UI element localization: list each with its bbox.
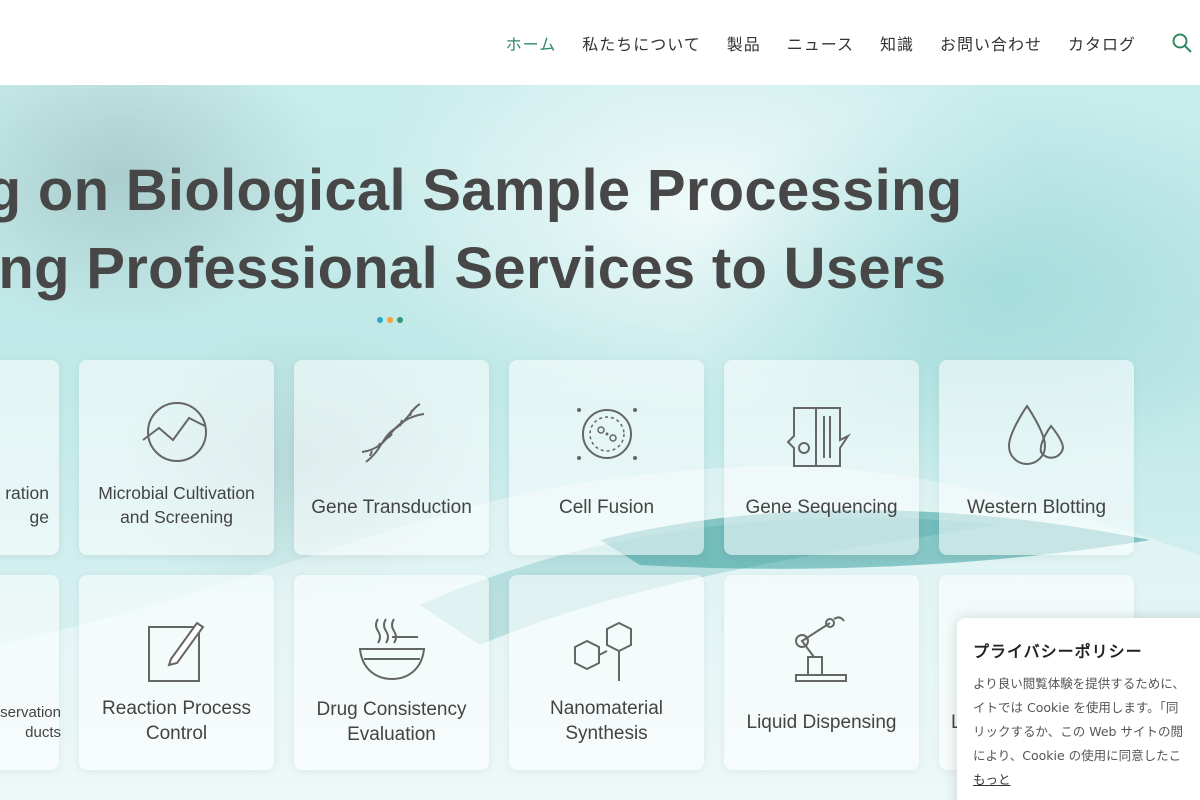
nav-products[interactable]: 製品 xyxy=(726,34,761,54)
cookie-body: より良い閲覧体験を提供するために、 イトでは Cookie を使用します。「同 … xyxy=(973,676,1185,763)
card-label: Gene Sequencing xyxy=(745,497,898,518)
card-label: Nanomaterial Synthesis xyxy=(550,698,663,744)
service-card-cell-fusion[interactable]: Cell Fusion xyxy=(509,360,704,555)
nav-catalog[interactable]: カタログ xyxy=(1067,34,1136,54)
slider-dot[interactable] xyxy=(377,317,383,323)
card-label: ration ge xyxy=(5,483,49,527)
cookie-more-link[interactable]: もっと xyxy=(973,772,1011,787)
sequencing-icon xyxy=(786,407,851,467)
card-label: Western Blotting xyxy=(966,497,1107,518)
nav-knowledge[interactable]: 知識 xyxy=(879,34,914,54)
service-card-nanomaterial[interactable]: Nanomaterial Synthesis xyxy=(509,575,704,770)
cultivation-icon xyxy=(141,402,207,462)
dna-icon xyxy=(361,403,424,463)
cell-icon xyxy=(576,408,637,460)
card-label: Liquid Dispensing xyxy=(746,712,897,733)
slider-dots xyxy=(377,317,403,323)
service-card-western-blotting[interactable]: Western Blotting xyxy=(939,360,1134,555)
robot-arm-icon xyxy=(794,616,847,682)
search-icon[interactable] xyxy=(1162,23,1200,63)
card-label: servation ducts xyxy=(0,704,61,741)
slider-dot[interactable] xyxy=(397,317,403,323)
slider-dot[interactable] xyxy=(387,317,393,323)
service-card-gene-sequencing[interactable]: Gene Sequencing xyxy=(724,360,919,555)
nav-news[interactable]: ニュース xyxy=(786,34,854,54)
cookie-title: プライバシーポリシー xyxy=(973,642,1143,661)
site-header: ホーム 私たちについて 製品 ニュース 知識 お問い合わせ カタログ xyxy=(0,0,1200,85)
hero-headline-line2: ing Professional Services to Users xyxy=(0,236,947,301)
card-label: Cell Fusion xyxy=(558,497,655,518)
edit-icon xyxy=(147,621,204,682)
card-label: Gene Transduction xyxy=(311,497,472,518)
card-label: Reaction Process Control xyxy=(102,698,251,744)
card-label: Microbial Cultivation and Screening xyxy=(98,483,255,527)
bowl-icon xyxy=(358,618,425,681)
nav-home[interactable]: ホーム xyxy=(505,34,557,54)
card-label: Drug Consistency Evaluation xyxy=(316,699,467,745)
card-label: L xyxy=(939,710,1134,735)
service-card-drug-consistency[interactable]: Drug Consistency Evaluation xyxy=(294,575,489,770)
service-card-liquid-dispensing[interactable]: Liquid Dispensing xyxy=(724,575,919,770)
hexagon-icon xyxy=(573,621,632,681)
service-card-microbial[interactable]: Microbial Cultivation and Screening xyxy=(79,360,274,555)
main-nav: ホーム 私たちについて 製品 ニュース 知識 お問い合わせ カタログ xyxy=(506,0,1200,85)
nav-about[interactable]: 私たちについて xyxy=(582,34,701,54)
service-card[interactable]: ration ge xyxy=(0,360,59,555)
service-card-reaction-process[interactable]: Reaction Process Control xyxy=(79,575,274,770)
cookie-consent-popup: プライバシーポリシー より良い閲覧体験を提供するために、 イトでは Cookie… xyxy=(957,618,1200,800)
nav-contact[interactable]: お問い合わせ xyxy=(939,34,1042,54)
cookie-text: より良い閲覧体験を提供するために、 イトでは Cookie を使用します。「同 … xyxy=(973,672,1200,792)
service-card[interactable]: servation ducts xyxy=(0,575,61,770)
hero-headline-line1: ng on Biological Sample Processing xyxy=(0,158,963,223)
service-card-gene-transduction[interactable]: Gene Transduction xyxy=(294,360,489,555)
droplets-icon xyxy=(1007,404,1064,465)
